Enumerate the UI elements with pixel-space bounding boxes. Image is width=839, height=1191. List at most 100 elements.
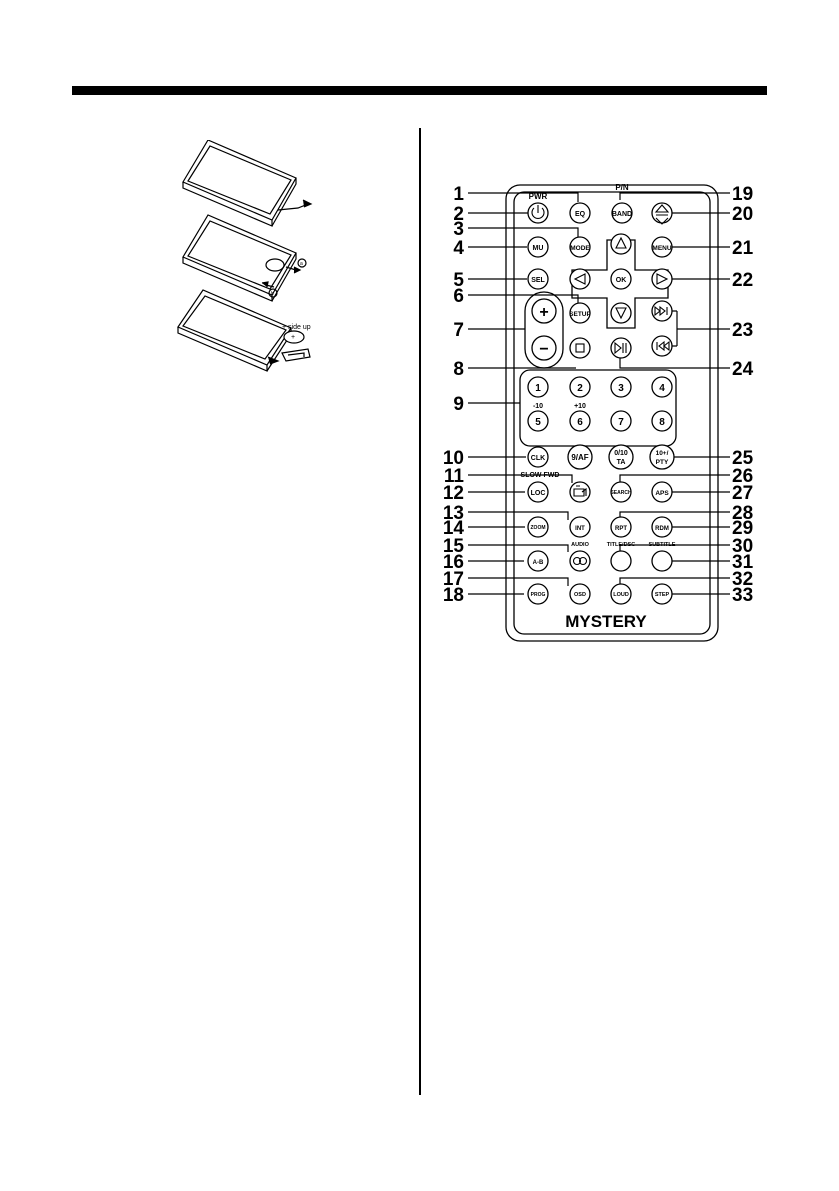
pn-label: P/N <box>615 183 629 192</box>
callout-13: 13 <box>443 503 464 524</box>
callout-7: 7 <box>453 320 464 341</box>
ta-bottom-label: TA <box>617 459 626 466</box>
battery-plus-label: + <box>291 334 295 341</box>
num-1-button[interactable] <box>527 376 549 398</box>
ta-button[interactable] <box>608 444 634 470</box>
num-4-button[interactable] <box>651 376 673 398</box>
menu-button[interactable] <box>651 236 673 258</box>
title-dsc-button[interactable] <box>610 550 632 572</box>
int-button[interactable] <box>569 516 591 538</box>
subtitle-label: SUBTITLE <box>649 542 676 548</box>
nav-cross-outline <box>571 239 669 329</box>
mode-button[interactable] <box>569 236 591 258</box>
callout-32: 32 <box>732 569 753 590</box>
loc-label: LOC <box>531 490 546 497</box>
arrow-left-icon <box>573 273 586 285</box>
numpad-group <box>519 369 677 447</box>
search-button[interactable] <box>610 481 632 503</box>
vol-up-label: + <box>539 304 548 321</box>
int-label: INT <box>575 526 585 532</box>
slow-fwd-button[interactable] <box>569 481 591 503</box>
callout-10: 10 <box>443 448 464 469</box>
num-4-label: 4 <box>659 383 665 394</box>
play-pause-icon <box>614 341 627 355</box>
callout-21: 21 <box>732 238 754 259</box>
prev-track-button[interactable] <box>651 335 673 357</box>
callout-5: 5 <box>453 270 464 291</box>
callout-12: 12 <box>443 483 464 504</box>
zoom-button[interactable] <box>527 516 549 538</box>
ab-label: A-B <box>533 560 544 566</box>
callout-14: 14 <box>443 518 465 539</box>
brand-logo: MYSTERY <box>565 612 647 631</box>
num-5-button[interactable] <box>527 410 549 432</box>
loc-button[interactable] <box>527 481 549 503</box>
callout-1: 1 <box>453 184 464 205</box>
pwr-label: PWR <box>529 192 548 201</box>
callout-29: 29 <box>732 518 753 539</box>
clk-label: CLK <box>531 455 545 462</box>
sel-label: SEL <box>531 277 545 284</box>
num-7-label: 7 <box>618 417 624 428</box>
arrow-right-icon <box>656 273 669 285</box>
callout-16: 16 <box>443 552 464 573</box>
callout-19: 19 <box>732 184 753 205</box>
subtitle-button[interactable] <box>651 550 673 572</box>
vol-down-label: − <box>539 341 548 358</box>
nav-right-button[interactable] <box>651 268 673 290</box>
eq-button[interactable] <box>569 202 591 224</box>
eject-button[interactable] <box>651 202 673 224</box>
ab-button[interactable] <box>527 550 549 572</box>
setup-button[interactable] <box>569 302 591 324</box>
next-track-button[interactable] <box>651 300 673 322</box>
nav-left-button[interactable] <box>569 268 591 290</box>
af-9-label: 9/AF <box>571 453 588 462</box>
nav-up-button[interactable] <box>610 233 632 255</box>
num-7-button[interactable] <box>610 410 632 432</box>
stop-icon <box>575 343 585 353</box>
side-up-label: + side up <box>282 324 311 331</box>
band-label: BAND <box>612 211 632 218</box>
header-rule <box>72 86 767 95</box>
pty-button[interactable] <box>649 444 675 470</box>
slow-fwd-label: SLOW FWD <box>521 472 560 479</box>
callout-23: 23 <box>732 320 753 341</box>
osd-button[interactable] <box>569 583 591 605</box>
audio-icon <box>572 556 582 566</box>
mu-button[interactable] <box>527 236 549 258</box>
band-button[interactable] <box>611 202 633 224</box>
num-2-button[interactable] <box>569 376 591 398</box>
num-8-button[interactable] <box>651 410 673 432</box>
loud-button[interactable] <box>610 583 632 605</box>
nav-down-button[interactable] <box>610 302 632 324</box>
sel-button[interactable] <box>527 268 549 290</box>
num-3-button[interactable] <box>610 376 632 398</box>
rpt-label: RPT <box>615 526 627 532</box>
slow-fwd-icon <box>573 485 587 497</box>
callout-25: 25 <box>732 448 754 469</box>
remote-control-diagram: PWR EQ P/N BAND MU MODE MENU SEL OK SETU… <box>443 183 754 642</box>
rdm-button[interactable] <box>651 516 673 538</box>
volume-up-button[interactable] <box>531 298 557 324</box>
volume-down-button[interactable] <box>531 335 557 361</box>
clk-button[interactable] <box>527 446 549 468</box>
callout-30: 30 <box>732 536 753 557</box>
callout-24: 24 <box>732 359 754 380</box>
num-5-label: 5 <box>535 417 541 428</box>
callout-9: 9 <box>453 394 464 415</box>
stop-button[interactable] <box>569 337 591 359</box>
callout-33: 33 <box>732 585 753 606</box>
num-6-button[interactable] <box>569 410 591 432</box>
remote-step-1 <box>182 140 313 227</box>
plus10-label: +10 <box>574 403 586 410</box>
step-button[interactable] <box>651 583 673 605</box>
prog-button[interactable] <box>527 583 549 605</box>
remote-body-inner <box>513 191 711 635</box>
eq-label: EQ <box>575 211 586 218</box>
callout-3: 3 <box>453 219 464 240</box>
rpt-button[interactable] <box>610 516 632 538</box>
aps-button[interactable] <box>651 481 673 503</box>
af-9-button[interactable] <box>567 444 593 470</box>
ok-button[interactable] <box>610 268 632 290</box>
zoom-label: ZOOM <box>531 525 546 531</box>
